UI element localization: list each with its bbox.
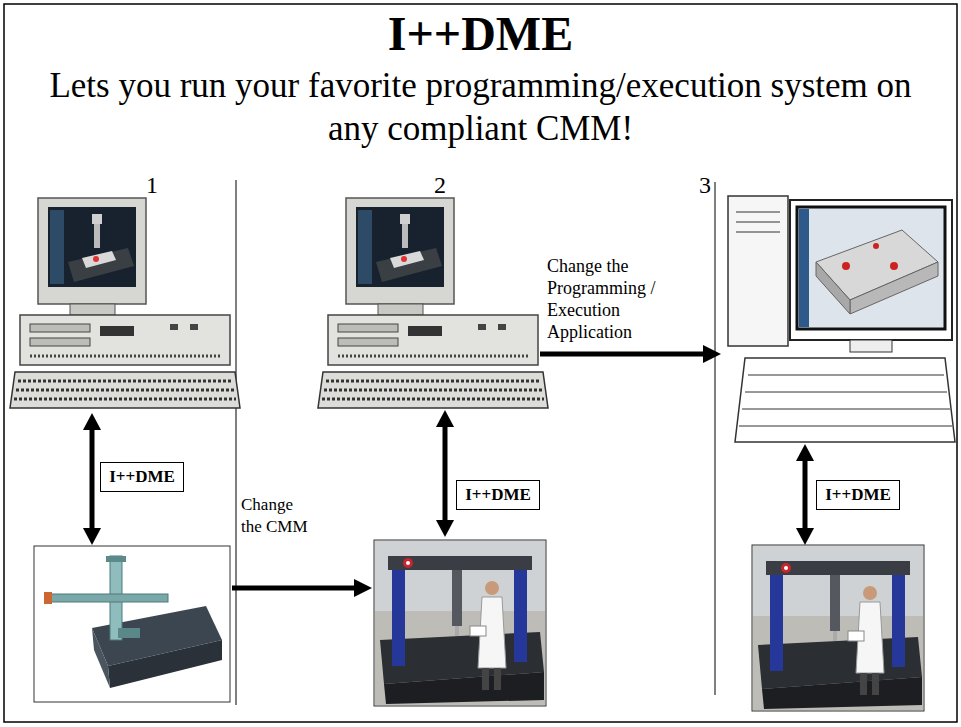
subtitle-text: Lets you run your favorite programming/e… [20,64,941,150]
computer-1 [10,198,240,408]
frame [4,4,957,722]
arrow-label: Change the Programming / Execution Appli… [547,255,682,343]
large-cmm-3 [752,545,924,711]
callout-number: 2 [434,172,454,198]
protocol-box: I++DME [816,480,900,510]
divider-line [715,182,716,695]
title-text: I++DME [0,6,961,62]
protocol-box: I++DME [456,480,540,510]
computer-3 [728,196,955,442]
large-cmm-2 [374,540,546,706]
small-cmm [34,546,230,702]
arrow-label: Change the CMM [241,494,313,538]
box-label: I++DME [465,485,531,505]
box-label: I++DME [825,485,891,505]
computer-2 [318,198,548,408]
callout-number: 1 [146,172,166,198]
arrows [83,345,814,597]
divider-line [236,180,237,705]
callout-number: 3 [699,172,713,198]
protocol-box: I++DME [100,462,184,492]
box-label: I++DME [109,467,175,487]
